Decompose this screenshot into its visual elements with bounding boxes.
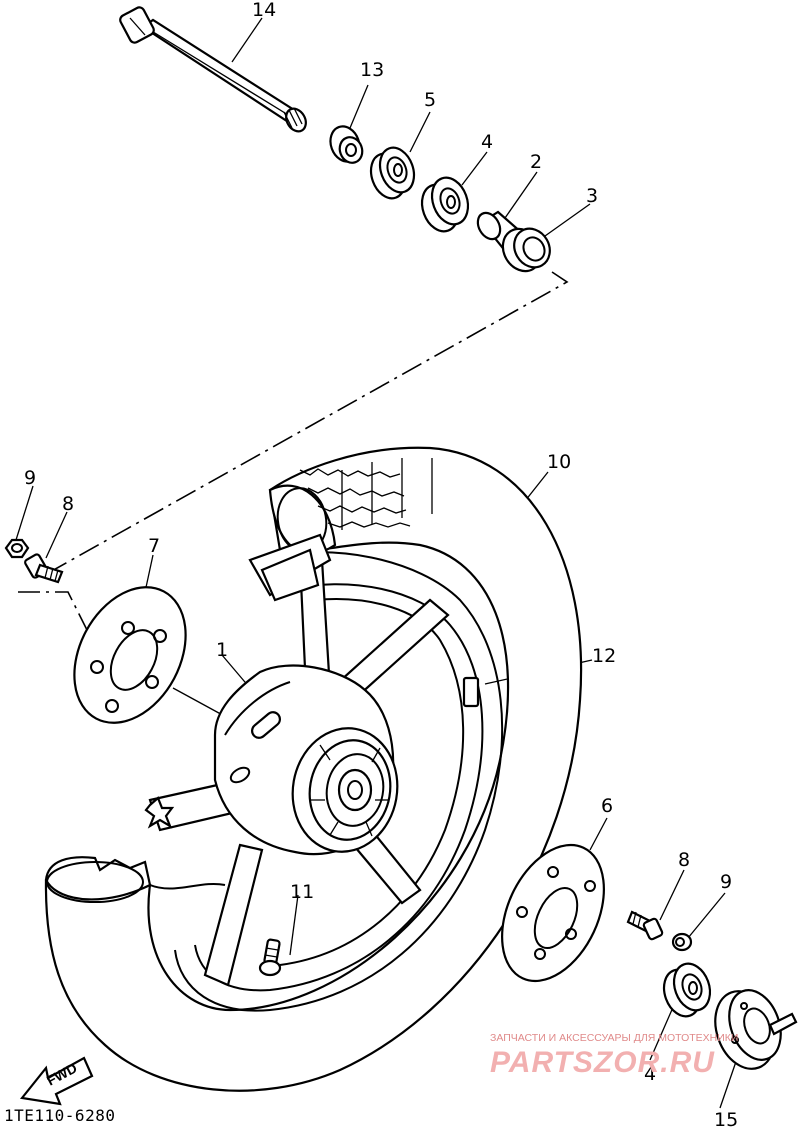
bearing-part-5: [369, 146, 416, 200]
fwd-arrow-icon: FWD: [19, 1056, 94, 1106]
label-part-8-left: 8: [62, 493, 74, 515]
label-part-5: 5: [424, 89, 436, 111]
nut-part-9-left: [4, 538, 30, 559]
label-part-11: 11: [290, 881, 314, 903]
part-number-labels: 14 13 5 4 2 3 9 8 7 1 10 12 11 6 8 9 4 1…: [24, 0, 738, 1129]
watermark-tagline: ЗАПЧАСТИ И АКСЕССУАРЫ ДЛЯ МОТОТЕХНИКИ: [490, 1032, 739, 1044]
bearing-part-4-upper: [420, 176, 470, 233]
assembly-dashed-lines: [18, 271, 569, 637]
collar-part-13: [329, 125, 364, 164]
label-part-9-right: 9: [720, 871, 732, 893]
bearing-part-4-lower: [662, 962, 712, 1018]
nut-part-9-right: [671, 932, 693, 952]
label-part-8-right: 8: [678, 849, 690, 871]
flange-part-3: [501, 227, 551, 273]
label-part-13: 13: [360, 59, 384, 81]
brake-disc-part-6: [501, 843, 605, 983]
label-part-14: 14: [252, 0, 276, 21]
label-part-12: 12: [592, 645, 616, 667]
label-part-3: 3: [586, 185, 598, 207]
label-part-9-left: 9: [24, 467, 36, 489]
gear-unit-part-15: [714, 989, 798, 1070]
bolt-part-8-right: [626, 910, 664, 941]
hub-part-1: [213, 664, 480, 856]
balance-weight-part-12: [462, 676, 480, 708]
label-part-2: 2: [530, 151, 542, 173]
label-part-4-upper: 4: [481, 131, 493, 153]
label-part-4-lower: 4: [644, 1063, 656, 1085]
tire-part-10: [44, 446, 583, 1092]
label-part-7: 7: [148, 535, 160, 557]
label-part-10: 10: [547, 451, 571, 473]
label-part-15: 15: [714, 1109, 738, 1129]
label-part-1: 1: [216, 639, 228, 661]
bolt-part-8-left: [24, 553, 64, 584]
diagram-code: 1TE110-6280: [4, 1106, 116, 1125]
label-part-6: 6: [601, 795, 613, 817]
brake-disc-part-7: [73, 586, 187, 724]
watermark-brand: PARTSZOR.RU: [490, 1046, 715, 1079]
valve-part-11: [258, 938, 282, 977]
axle-part-14: [119, 6, 307, 133]
wheel-rim: [144, 533, 504, 1012]
